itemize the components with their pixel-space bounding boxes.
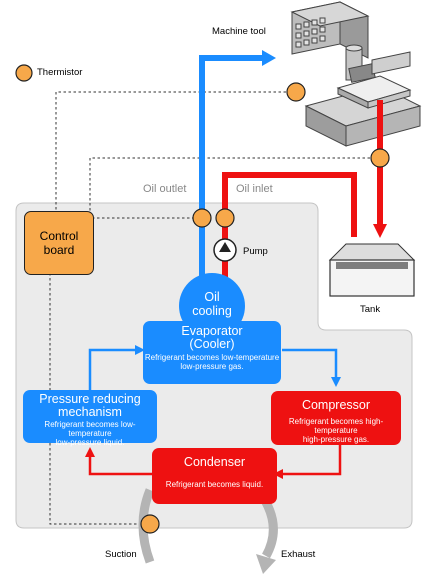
exhaust-label: Exhaust [281,549,316,560]
compressor-desc-line2: high-pressure gas. [302,435,370,444]
oil-outflow-arrowhead [262,50,276,66]
condenser-desc: Refrigerant becomes liquid. [165,480,264,489]
pump-icon [213,238,237,262]
wire-machine-thermistor [55,91,296,211]
wire-return-thermistor [89,157,380,211]
tank-label: Tank [360,304,381,315]
evaporator-desc-line1: Refrigerant becomes low-temperature [144,353,280,362]
outlet-thermistor-icon [192,208,212,228]
oil-outlet-label: Oil outlet [143,183,187,195]
oil-inlet-pipe [222,172,357,283]
compressor-desc-line1: Refrigerant becomes high-temperature [288,417,384,435]
inlet-thermistor-icon [215,208,235,228]
refrigerant-loop [85,345,342,479]
evaporator-desc-line2: low-pressure gas. [180,362,244,371]
machine-tool-icon [290,1,422,147]
control-board-line2: board [43,243,75,257]
wire-suction-thermistor [49,273,148,525]
cond-to-prm-arrow [85,447,152,476]
legend-thermistor-label: Thermistor [37,67,83,78]
oil-inlet-label: Oil inlet [236,183,273,195]
control-board-line1: Control [39,229,79,243]
pressure-reducing-title-line2: mechanism [58,405,122,419]
compressor-box: Compressor Refrigerant becomes high-temp… [271,391,401,445]
evaporator-title-line2: (Cooler) [189,337,235,351]
suction-thermistor-icon [140,514,160,534]
return-thermistor-icon [370,148,390,168]
comp-to-cond-arrow [273,444,342,479]
evaporator-box: Evaporator (Cooler) Refrigerant becomes … [143,321,281,384]
suction-label: Suction [105,549,137,560]
oil-return-arrowhead [373,224,387,238]
pump-label: Pump [243,246,268,257]
signal-wiring [49,91,380,525]
oil-cooling-line1: Oil [204,290,220,304]
condenser-box: Condenser Refrigerant becomes liquid. [152,448,277,504]
tank-icon [328,243,416,297]
pressure-reducing-desc-line2: low-pressure liquid. [55,438,125,447]
legend-thermistor-icon [15,64,33,82]
control-board: Control board [24,211,94,275]
prm-to-evap-arrow [88,345,145,390]
pressure-reducing-desc-line1: Refrigerant becomes low-temperature [44,420,136,438]
compressor-title: Compressor [301,398,371,412]
condenser-title: Condenser [183,455,246,469]
pressure-reducing-title-line1: Pressure reducing [39,392,141,406]
evap-to-comp-arrow [282,348,341,387]
pressure-reducing-box: Pressure reducing mechanism Refrigerant … [23,390,157,447]
oil-cooling-line2: cooling [192,304,232,318]
machine-thermistor-icon [286,82,306,102]
evaporator-title-line1: Evaporator [181,324,243,338]
machine-tool-label: Machine tool [212,26,266,37]
oil-cooling-label: Oil cooling [179,290,245,318]
exhaust-arrowhead [256,554,276,574]
